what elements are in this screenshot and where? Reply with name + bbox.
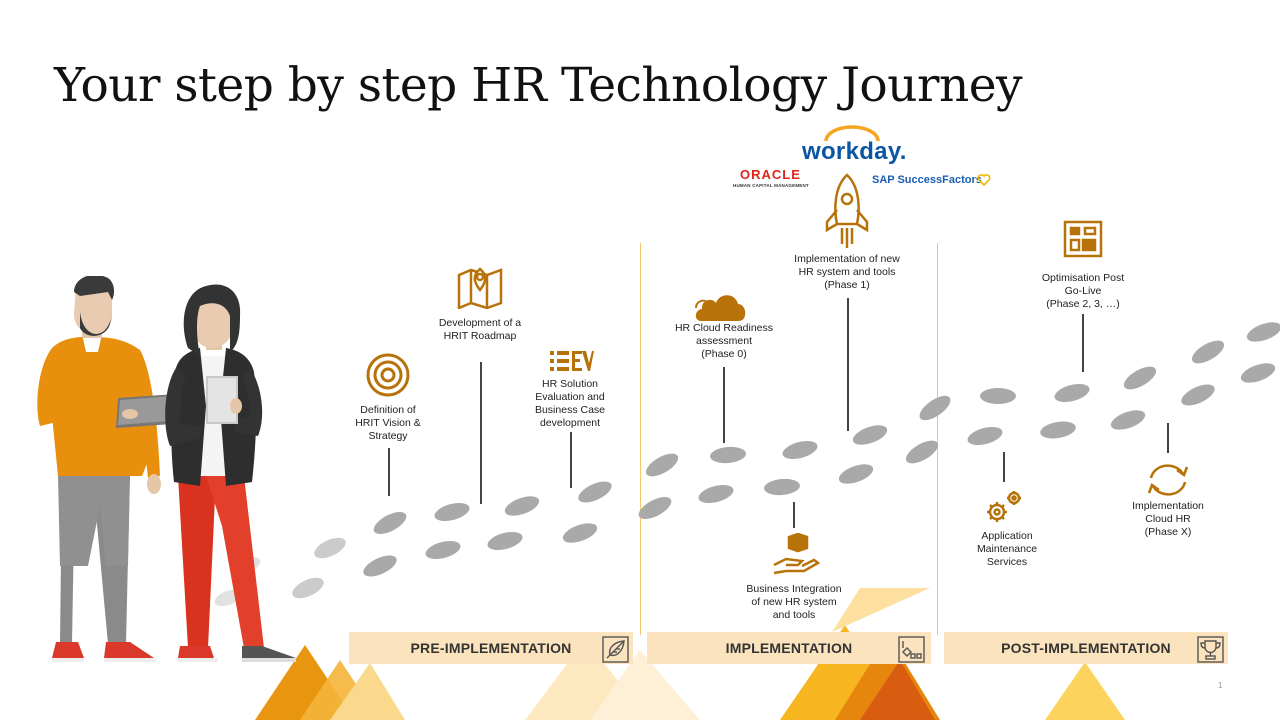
hand-box-icon <box>773 533 821 575</box>
sap-successfactors-logo: SAP SuccessFactors <box>872 174 982 186</box>
feather-icon <box>602 636 629 663</box>
phase-post-implementation: POST-IMPLEMENTATION <box>944 632 1228 664</box>
people-illustration <box>37 276 296 662</box>
heart-icon <box>977 174 991 187</box>
oracle-logo-subtitle: HUMAN CAPITAL MANAGEMENT <box>733 183 809 188</box>
board-icon <box>1063 220 1103 258</box>
blueprint-icon <box>898 636 925 663</box>
leader-line <box>793 502 795 528</box>
page-title: Your step by step HR Technology Journey <box>54 58 1023 113</box>
leader-line <box>1167 423 1169 453</box>
page-number: 1 <box>1218 681 1223 690</box>
phase-divider <box>640 243 641 635</box>
woman-figure <box>165 284 296 662</box>
target-icon <box>366 353 410 397</box>
rocket-icon <box>825 173 869 248</box>
leader-line <box>388 448 390 496</box>
workday-logo: workday. <box>802 138 907 165</box>
checklist-icon <box>550 351 594 371</box>
leader-line <box>1003 452 1005 482</box>
phase-divider <box>937 243 938 635</box>
man-figure <box>37 276 176 662</box>
workday-logo-arc <box>824 125 880 142</box>
leader-line <box>847 298 849 431</box>
trophy-icon <box>1197 636 1224 663</box>
leader-line <box>723 367 725 443</box>
phase-implementation: IMPLEMENTATION <box>647 632 931 664</box>
leader-line <box>1082 314 1084 372</box>
gears-icon <box>987 491 1021 522</box>
oracle-logo: ORACLE <box>740 167 801 182</box>
leader-line <box>480 362 482 504</box>
cloud-icon <box>695 295 746 321</box>
map-pin-icon <box>457 267 503 309</box>
phase-pre-implementation: PRE-IMPLEMENTATION <box>349 632 633 664</box>
refresh-icon <box>1147 464 1189 496</box>
leader-line <box>570 432 572 488</box>
